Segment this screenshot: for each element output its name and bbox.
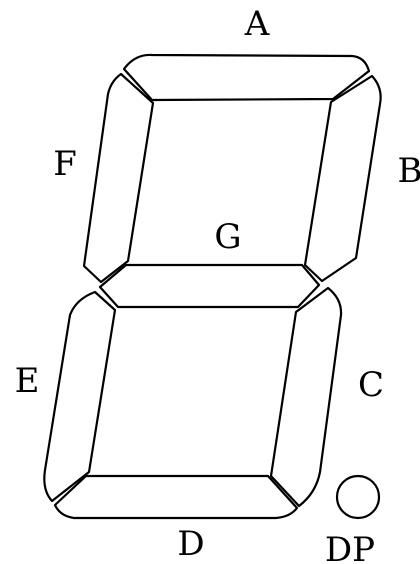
segment-b-shape	[303, 74, 382, 283]
segment-f-shape	[82, 72, 155, 284]
segment-g-shape	[98, 263, 321, 309]
segment-g-label: G	[214, 217, 241, 257]
segment-dp-label: DP	[325, 530, 375, 564]
segment-b-label: B	[398, 151, 420, 191]
segment-a-shape	[122, 53, 371, 102]
segment-d-label: D	[177, 524, 204, 564]
segment-e-label: E	[15, 361, 40, 401]
segment-dp-shape	[335, 474, 381, 520]
segment-d-shape	[53, 474, 299, 520]
segment-a-label: A	[244, 4, 270, 44]
segment-e-shape	[43, 290, 117, 503]
segment-c-shape	[269, 286, 343, 508]
segment-c-label: C	[358, 365, 384, 405]
segment-f-label: F	[53, 144, 77, 184]
